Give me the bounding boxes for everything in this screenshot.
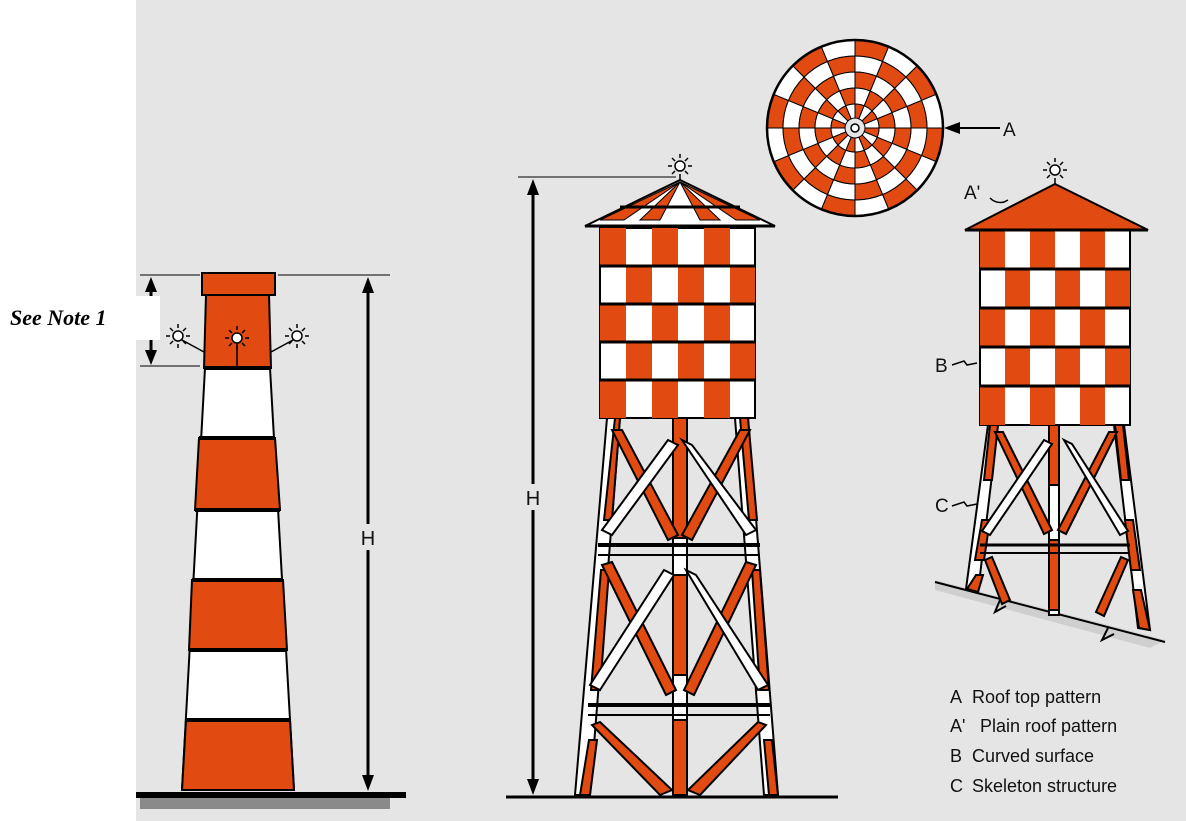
roof-pattern-center <box>850 123 860 133</box>
arrowhead-icon <box>362 277 374 293</box>
ground-break-icon <box>1099 627 1115 643</box>
stack-cap <box>201 272 276 296</box>
legend-key: A' <box>950 716 965 736</box>
tower-bracing <box>588 429 770 797</box>
stack-band-3 <box>180 719 296 791</box>
arrowhead-icon <box>145 350 157 365</box>
leader-line <box>951 360 978 366</box>
h-label-middle: H <box>526 488 540 510</box>
arrowhead-icon <box>362 775 374 791</box>
obstruction-light-icon <box>668 154 692 180</box>
label-a: A <box>1003 120 1016 141</box>
stack-band-2 <box>187 579 289 651</box>
legend-key: C <box>950 776 963 796</box>
obstruction-light-icon <box>1043 158 1067 184</box>
legend-text: Roof top pattern <box>972 687 1101 707</box>
water-tower-checkered: H <box>506 154 838 799</box>
leader-line <box>951 501 978 507</box>
h-label-bg <box>358 524 378 550</box>
ground-shadow <box>140 795 390 809</box>
obstruction-light-icon <box>270 324 309 353</box>
water-tower-plain-roof: A' B C <box>934 158 1166 648</box>
tank-grid-lines <box>600 264 755 382</box>
ground-break-icon <box>992 599 1007 615</box>
roof-pattern-cell <box>863 118 880 129</box>
tower-legs <box>573 417 780 796</box>
arrowhead-icon <box>944 122 960 134</box>
label-a-prime: A' <box>964 183 980 204</box>
obstruction-light-icon <box>166 324 205 353</box>
tank-checker-pattern <box>980 230 1130 425</box>
stack-band-1 <box>193 437 282 511</box>
h-label-left: H <box>361 528 375 550</box>
leader-line <box>989 197 1009 204</box>
tank-checker-pattern <box>600 228 755 418</box>
h-label-bg <box>523 484 543 510</box>
legend: A Roof top pattern A' Plain roof pattern… <box>950 687 1117 796</box>
legend-text: Plain roof pattern <box>980 716 1117 736</box>
see-note-label: See Note 1 <box>0 296 160 340</box>
legend-text: Skeleton structure <box>972 776 1117 796</box>
tower-bracing <box>980 431 1130 618</box>
arrowhead-icon <box>145 277 157 292</box>
roof-pattern-outline <box>765 38 945 218</box>
stack-structure: H <box>136 272 406 809</box>
label-c: C <box>935 496 949 517</box>
legend-key: B <box>950 746 962 766</box>
obstruction-light-icon <box>225 326 249 368</box>
roof-top-pattern <box>765 38 945 218</box>
arrowhead-icon <box>527 179 539 195</box>
tank-grid-lines <box>980 267 1130 388</box>
legend-text: Curved surface <box>972 746 1094 766</box>
roof-stripes <box>599 181 761 221</box>
arrowhead-icon <box>527 779 539 795</box>
label-b: B <box>935 356 948 377</box>
legend-key: A <box>950 687 962 707</box>
